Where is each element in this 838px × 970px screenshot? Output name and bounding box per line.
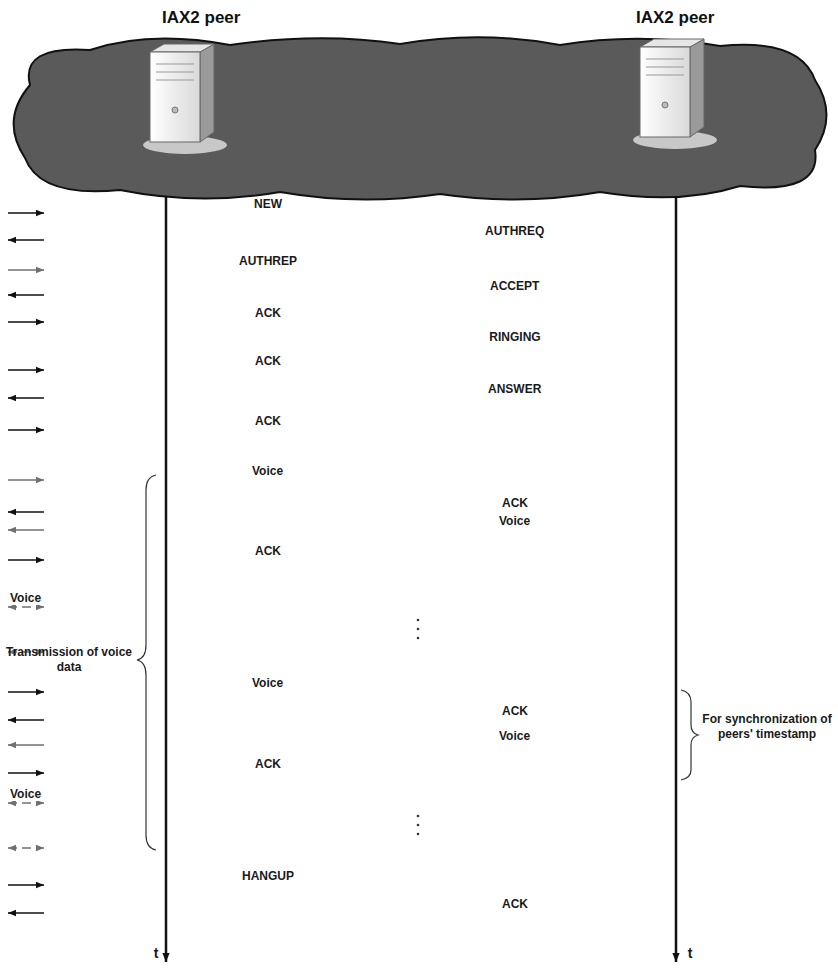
drive-bay [156, 64, 194, 65]
peer-box: IAX2 peer [158, 6, 247, 30]
message-arrow [8, 719, 44, 721]
message-arrow [8, 912, 44, 914]
time-axis-label: t [150, 946, 162, 961]
drive-bay [156, 72, 194, 73]
lifeline [675, 196, 678, 962]
drive-bay [646, 67, 684, 68]
message-label: ACK [252, 757, 284, 771]
curly-brace [681, 690, 698, 780]
drive-bay [646, 75, 684, 76]
dot [417, 815, 420, 818]
dot [417, 637, 420, 640]
message-label: ACCEPT [487, 279, 542, 293]
message-arrow [8, 397, 44, 399]
message-arrow [8, 884, 44, 886]
message-label: ACK [499, 897, 531, 911]
message-label: Voice [249, 464, 286, 478]
power-button [662, 102, 668, 108]
message-label: Voice [7, 591, 44, 605]
server-side [690, 39, 704, 137]
peer-name: IAX2 peer [636, 8, 717, 28]
message-arrow [8, 691, 44, 693]
message-label: ACK [252, 354, 284, 368]
message-label: ACK [252, 414, 284, 428]
dot [417, 833, 420, 836]
server-side [200, 44, 214, 142]
dot [417, 628, 420, 631]
time-axis-label: t [684, 946, 696, 961]
message-arrow [8, 269, 44, 271]
dashed-message-arrow [8, 606, 44, 608]
server-icon [633, 39, 717, 149]
drive-bay [646, 59, 684, 60]
server-top [640, 39, 704, 47]
message-arrow [8, 369, 44, 371]
message-arrow [8, 321, 44, 323]
bracket-label: For synchronization of peers' timestamp [702, 712, 832, 742]
message-label: Voice [7, 787, 44, 801]
peer-box: IAX2 peer [632, 6, 721, 30]
network-cloud [14, 37, 827, 199]
message-label: NEW [251, 197, 285, 211]
message-label: ACK [499, 704, 531, 718]
message-label: Voice [496, 729, 533, 743]
message-arrow [8, 529, 44, 531]
message-label: HANGUP [239, 869, 297, 883]
server-front [640, 47, 690, 137]
dot [417, 824, 420, 827]
message-label: ACK [252, 544, 284, 558]
message-arrow [8, 294, 44, 296]
bracket-label: Transmission of voice data [5, 645, 133, 675]
dashed-message-arrow [8, 847, 44, 849]
dot [417, 619, 420, 622]
message-label: AUTHREP [236, 254, 300, 268]
message-arrow [8, 511, 44, 513]
message-arrow [8, 239, 44, 241]
power-button [172, 107, 178, 113]
server-top [150, 44, 214, 52]
lifeline [165, 196, 168, 962]
dashed-message-arrow [8, 802, 44, 804]
message-label: Voice [249, 676, 286, 690]
message-arrow [8, 212, 44, 214]
message-label: ACK [499, 496, 531, 510]
message-arrow [8, 744, 44, 746]
ellipsis-dots [417, 619, 420, 836]
server-front [150, 52, 200, 142]
drive-bay [156, 80, 194, 81]
server-icon [143, 44, 227, 154]
message-label: AUTHREQ [482, 224, 547, 238]
peer-name: IAX2 peer [162, 8, 243, 28]
message-label: ANSWER [485, 382, 544, 396]
message-arrow [8, 559, 44, 561]
message-label: ACK [252, 306, 284, 320]
message-arrow [8, 479, 44, 481]
curly-brace [137, 475, 156, 850]
message-arrow [8, 772, 44, 774]
message-arrow [8, 429, 44, 431]
message-label: Voice [496, 514, 533, 528]
message-label: RINGING [470, 330, 560, 345]
